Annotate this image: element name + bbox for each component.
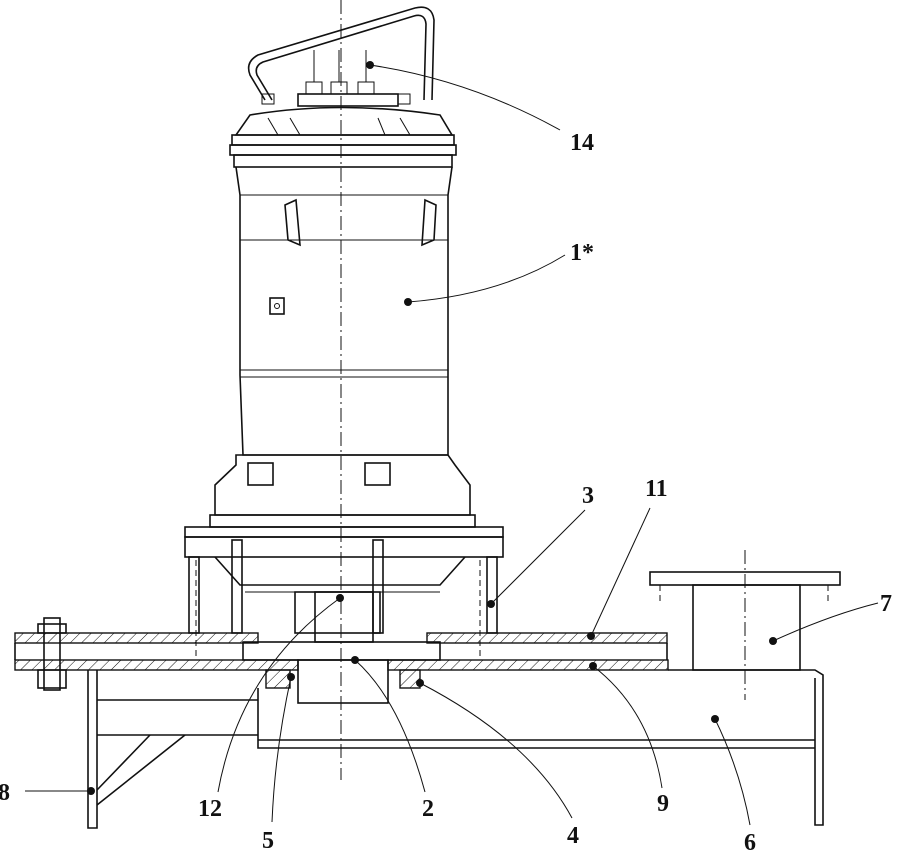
callout-dot-6 <box>711 715 719 723</box>
callout-dot-11 <box>587 632 595 640</box>
motor-top-cover <box>229 106 457 168</box>
callout-label: 6 <box>744 830 756 852</box>
callout-dot-1 <box>404 298 412 306</box>
shaft-adapter <box>242 591 441 704</box>
callout-label: 11 <box>645 476 668 502</box>
callout-label: 3 <box>582 483 594 509</box>
callout-label: 14 <box>570 130 594 156</box>
callout-label: 1* <box>570 240 594 266</box>
callout-dot-2 <box>351 656 359 664</box>
motor-housing <box>235 166 453 456</box>
callout-label: 2 <box>422 796 434 822</box>
callout-dot-4 <box>416 679 424 687</box>
nameplate-icon <box>269 297 285 315</box>
cable-glands <box>261 50 411 107</box>
callout-label: 12 <box>198 796 222 822</box>
callout-dot-3 <box>487 600 495 608</box>
callout-label: 8 <box>0 780 10 806</box>
callout-label: 7 <box>880 591 892 617</box>
base-plates <box>14 632 669 689</box>
callout-dot-8 <box>87 787 95 795</box>
callout-label: 4 <box>567 823 579 849</box>
outlet-flange <box>649 550 841 700</box>
lifting-handle <box>247 6 435 101</box>
callout-dot-14 <box>366 61 374 69</box>
callout-dot-7 <box>769 637 777 645</box>
callout-dot-12 <box>336 594 344 602</box>
callout-dot-5 <box>287 673 295 681</box>
callout-dot-9 <box>589 662 597 670</box>
callout-label: 9 <box>657 791 669 817</box>
anchor-bolt <box>37 617 67 691</box>
leader-lines <box>25 64 879 826</box>
callout-label: 5 <box>262 828 274 852</box>
bearing-housing <box>184 454 504 593</box>
